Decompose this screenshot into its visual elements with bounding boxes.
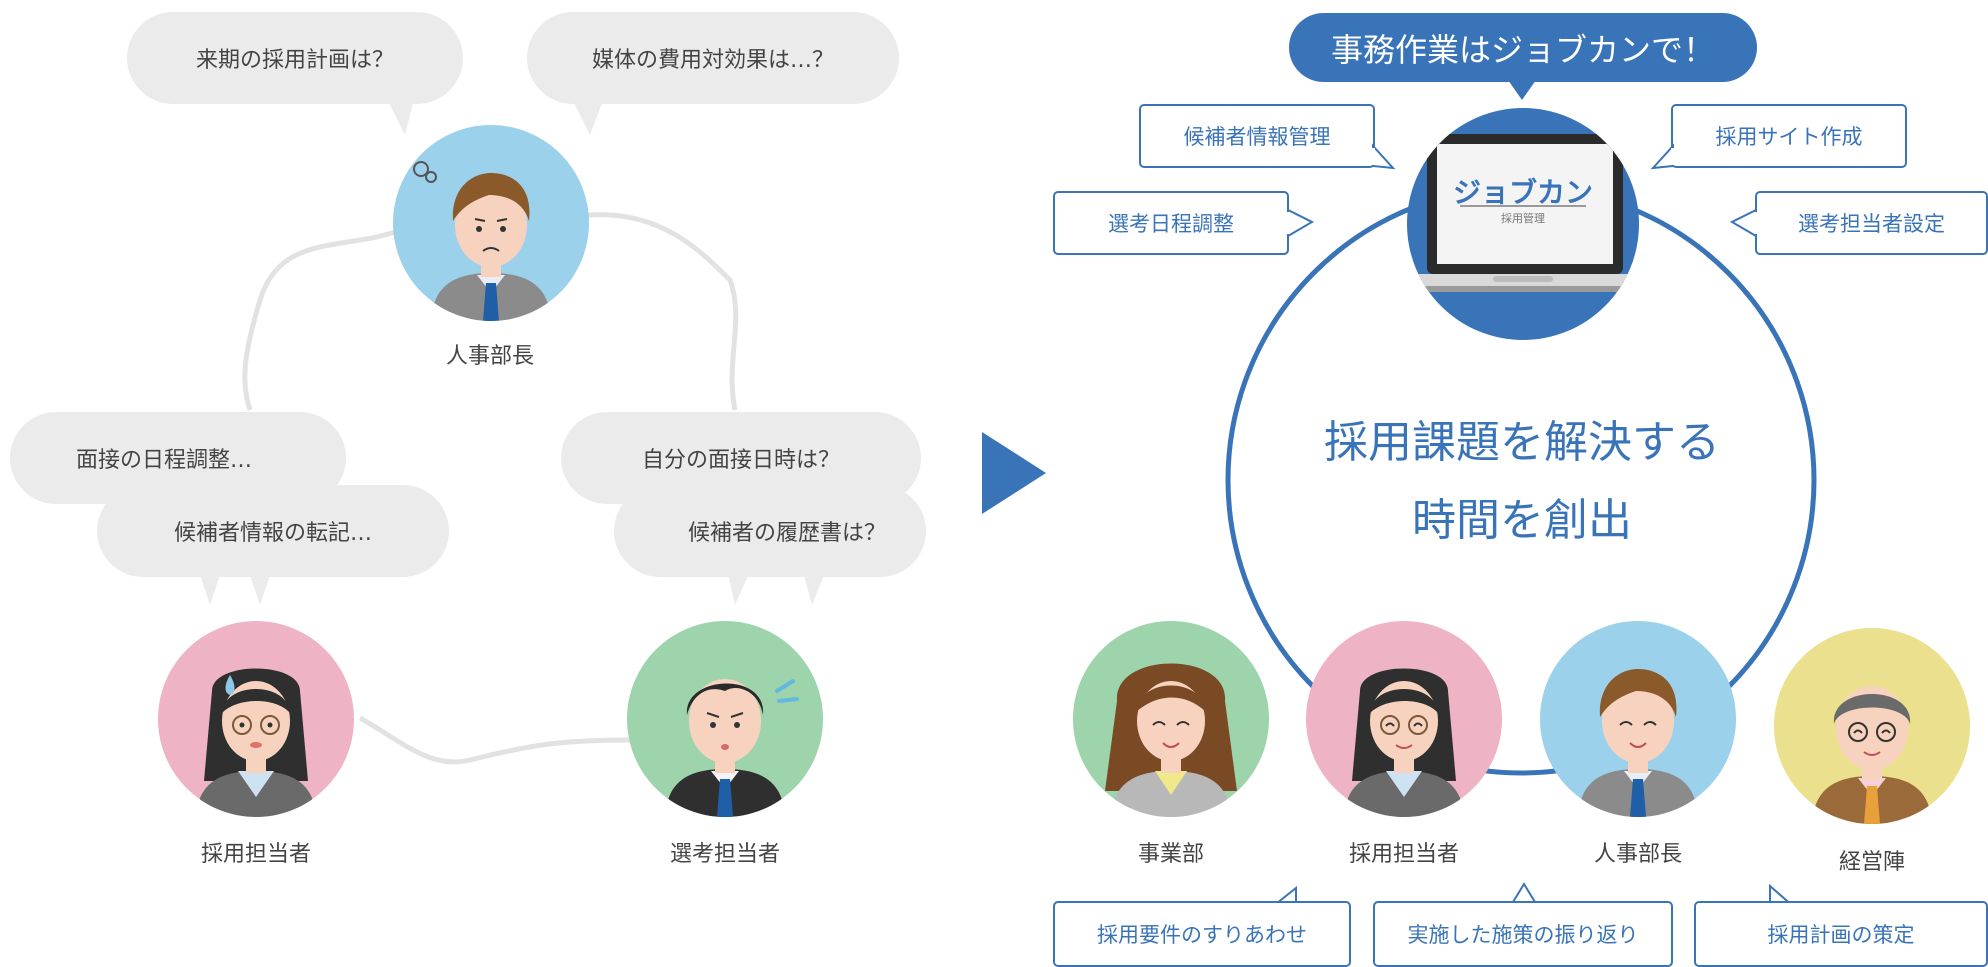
speech-bubble-next-term-plan: 来期の採用計画は？ bbox=[127, 12, 463, 104]
feature-recruit-site: 採用サイト作成 bbox=[1671, 104, 1907, 168]
person-label-hr-manager: 人事部長 bbox=[445, 344, 534, 369]
feature-interviewer-setting: 選考担当者設定 bbox=[1755, 191, 1988, 255]
person-label-recruiter: 採用担当者 bbox=[1348, 842, 1459, 867]
laptop-sub-text: 採用管理 bbox=[1501, 212, 1545, 225]
bubble-tail bbox=[570, 95, 605, 135]
hr-manager-worried-avatar bbox=[393, 125, 589, 321]
business-dept-avatar bbox=[1073, 621, 1269, 817]
person-label-hr-manager: 人事部長 bbox=[1593, 842, 1682, 867]
play-triangle-icon bbox=[982, 432, 1046, 514]
bubble-tail bbox=[385, 95, 415, 135]
speech-bubble-candidate-transcription: 候補者情報の転記… bbox=[97, 485, 449, 577]
speech-bubble-candidate-resume: 候補者の履歴書は？ bbox=[614, 485, 926, 577]
person-label-interviewer: 選考担当者 bbox=[669, 842, 780, 867]
hr-manager-smiling-avatar bbox=[1540, 621, 1736, 817]
feature-measure-review: 実施した施策の振り返り bbox=[1373, 901, 1673, 967]
person-label-recruiter: 採用担当者 bbox=[200, 842, 311, 867]
executive-avatar bbox=[1774, 628, 1970, 824]
recruiter-sweating-avatar bbox=[158, 621, 354, 817]
connector-line-hr-to-recruiter bbox=[242, 229, 396, 411]
headline-banner: 事務作業はジョブカンで！ bbox=[1289, 13, 1757, 82]
center-text-line-1: 採用課題を解決する bbox=[1324, 417, 1720, 468]
feature-requirement-alignment: 採用要件のすりあわせ bbox=[1053, 901, 1351, 967]
connector-line-hr-to-interviewer bbox=[587, 212, 739, 411]
person-label-business-dept: 事業部 bbox=[1137, 842, 1204, 867]
recruiter-smiling-avatar bbox=[1306, 621, 1502, 817]
feature-recruitment-planning: 採用計画の策定 bbox=[1694, 901, 1988, 967]
speech-bubble-cost-effectiveness: 媒体の費用対効果は…？ bbox=[527, 12, 899, 104]
feature-selection-scheduling: 選考日程調整 bbox=[1053, 191, 1289, 255]
person-label-executive: 経営陣 bbox=[1838, 850, 1905, 875]
laptop-brand-text: ジョブカン bbox=[1452, 176, 1593, 209]
banner-pointer-icon bbox=[1508, 80, 1536, 100]
laptop-divider bbox=[1460, 205, 1586, 207]
feature-candidate-management: 候補者情報管理 bbox=[1139, 104, 1375, 168]
laptop-icon bbox=[1407, 108, 1639, 340]
interviewer-stressed-avatar bbox=[627, 621, 823, 817]
center-text-line-2: 時間を創出 bbox=[1412, 495, 1632, 546]
connector-line-recruiter-to-interviewer bbox=[358, 715, 631, 765]
